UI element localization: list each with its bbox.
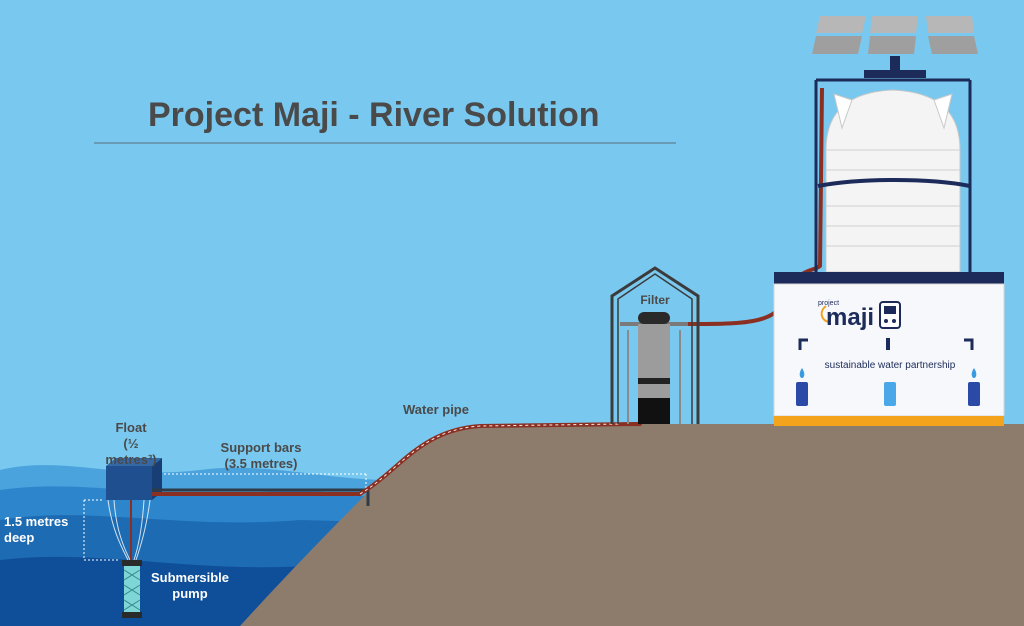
- depth-measure: [83, 499, 120, 561]
- float-label: Float (½ metres³): [96, 420, 166, 468]
- water-tank: [817, 89, 971, 273]
- water-kiosk: [773, 272, 1005, 426]
- kiosk-tagline: sustainable water partnership: [824, 360, 956, 371]
- float-size-text: (½ metres³): [105, 436, 157, 467]
- support-bars-label-text: Support bars: [220, 440, 302, 455]
- filter-house: [610, 266, 700, 424]
- kiosk-brand-small: project: [818, 300, 840, 307]
- support-bars-measure: [164, 473, 367, 488]
- submersible-pump: [122, 560, 142, 618]
- support-bars-label: Support bars (3.5 metres): [206, 440, 316, 472]
- solar-panels: [812, 16, 978, 78]
- tower-frame: [814, 78, 972, 272]
- depth-label: 1.5 metres deep: [4, 514, 69, 545]
- support-bars: [152, 488, 370, 506]
- riverbank-ground: [240, 424, 1024, 626]
- kiosk-brand-logo: maji: [826, 304, 875, 331]
- filter-label: Filter: [640, 293, 670, 307]
- water-pipe-dots: [359, 423, 621, 495]
- page-title: Project Maji - River Solution: [148, 96, 600, 134]
- pump-label: Submersible pump: [150, 570, 230, 601]
- filter-column: [620, 312, 688, 424]
- support-bars-length-text: (3.5 metres): [224, 456, 298, 471]
- float-label-text: Float: [115, 420, 147, 435]
- float-ropes: [107, 499, 151, 561]
- water-pipe-label: Water pipe: [403, 402, 469, 417]
